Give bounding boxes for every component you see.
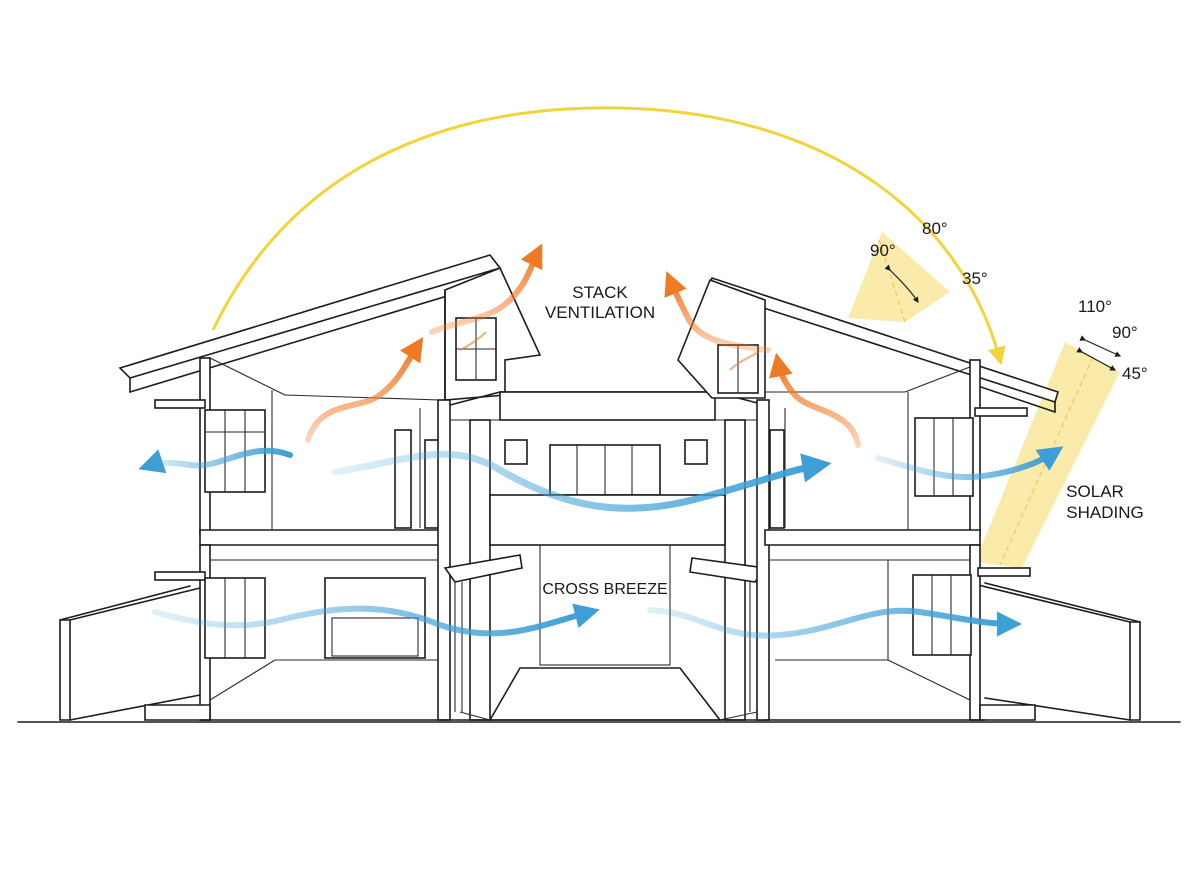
solar-shading-label-line1: SOLAR	[1066, 482, 1124, 501]
center-courtyard	[443, 391, 767, 721]
warm-air-arrow	[429, 243, 543, 335]
cool-air-arrow	[875, 446, 1064, 481]
angle-label-upper-80: 80°	[922, 219, 948, 238]
stack-ventilation-label-line2: VENTILATION	[545, 303, 655, 322]
angle-label-lower-90: 90°	[1112, 323, 1138, 342]
cool-air-arrow	[138, 447, 293, 474]
cross-breeze-label: CROSS BREEZE	[542, 581, 667, 598]
angle-label-lower-110: 110°	[1078, 297, 1112, 316]
angle-label-upper-35: 35°	[962, 269, 988, 288]
warm-air-arrow	[305, 336, 424, 443]
angle-label-upper-90: 90°	[870, 241, 896, 260]
warm-air-arrows	[305, 243, 861, 448]
stack-ventilation-label-line1: STACK	[572, 283, 628, 302]
solar-shading-label-line2: SHADING	[1066, 503, 1143, 522]
site-walls	[59, 582, 1141, 721]
angle-label-lower-45: 45°	[1122, 364, 1148, 383]
warm-air-arrow	[664, 271, 771, 353]
warm-air-arrow	[769, 352, 861, 448]
cool-air-arrow	[331, 450, 832, 512]
cool-air-arrow	[647, 607, 1023, 639]
sun-path-arc	[211, 106, 1006, 366]
cool-air-arrows	[138, 446, 1064, 639]
angle-indicators	[884, 264, 1122, 371]
cool-air-arrow	[152, 603, 600, 637]
left-building	[118, 254, 542, 721]
